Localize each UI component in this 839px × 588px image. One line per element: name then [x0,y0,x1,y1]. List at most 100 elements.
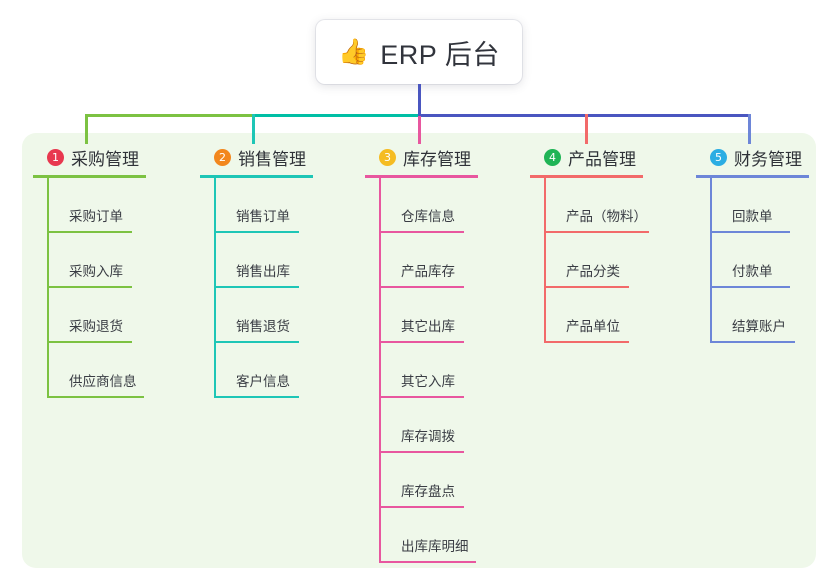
branch-item-label: 采购订单 [69,209,123,224]
branch-item-label: 供应商信息 [69,374,137,389]
branch-item-rule [47,231,132,233]
branch-header-3[interactable]: 3 库存管理 [365,144,515,170]
branch-item[interactable]: 仓库信息 [379,178,515,233]
branch-item-rule [47,286,132,288]
branch-item[interactable]: 产品库存 [379,233,515,288]
branch-item-label: 结算账户 [732,319,786,334]
branch-number-badge: 2 [214,148,231,166]
branch-item-rule [379,561,476,563]
branch-item[interactable]: 结算账户 [710,288,839,343]
branch-item-label: 采购退货 [69,319,123,334]
branch-title: 财务管理 [734,149,802,169]
root-node-title: ERP 后台 [380,39,500,70]
branch-item[interactable]: 采购订单 [47,178,183,233]
branch-item-rule [214,286,299,288]
branch-item[interactable]: 其它入库 [379,343,515,398]
branch-spine [379,178,381,563]
branch-item-rule [544,286,629,288]
branch-column-5: 5 财务管理回款单付款单结算账户 [696,144,839,343]
branch-number-badge: 1 [47,148,64,166]
branch-header-1[interactable]: 1 采购管理 [33,144,183,170]
branch-item-label: 客户信息 [236,374,290,389]
branch-spine [544,178,546,343]
branch-item[interactable]: 供应商信息 [47,343,183,398]
branch-underline [33,175,146,178]
connector-drop-4 [585,114,588,144]
branch-item-rule [47,341,132,343]
branch-item-label: 仓库信息 [401,209,455,224]
branch-item-rule [710,341,795,343]
branch-item-rule [379,396,464,398]
branch-column-3: 3 库存管理仓库信息产品库存其它出库其它入库库存调拨库存盘点出库库明细 [365,144,515,563]
branch-item[interactable]: 回款单 [710,178,839,233]
branch-item[interactable]: 产品分类 [544,233,680,288]
root-node-content: 👍 ERP 后台 [338,33,500,72]
branch-item-rule [214,231,299,233]
branch-items-2: 销售订单销售出库销售退货客户信息 [214,178,350,398]
branch-title: 采购管理 [71,149,139,169]
branch-item-rule [379,506,464,508]
branch-item-label: 付款单 [732,264,773,279]
branch-item-rule [214,341,299,343]
branch-item-rule [544,231,649,233]
branch-item-rule [379,341,464,343]
branch-item-label: 其它入库 [401,374,455,389]
branch-item-rule [710,286,790,288]
branch-underline [365,175,478,178]
branch-number-badge: 4 [544,148,561,166]
branch-item-label: 产品库存 [401,264,455,279]
branch-item[interactable]: 产品单位 [544,288,680,343]
branch-header-5[interactable]: 5 财务管理 [696,144,839,170]
branch-underline [696,175,809,178]
bus-segment-3 [419,114,750,117]
branch-item[interactable]: 采购入库 [47,233,183,288]
branch-item-label: 库存盘点 [401,484,455,499]
branch-item-label: 其它出库 [401,319,455,334]
branch-title: 库存管理 [403,149,471,169]
connector-drop-3 [418,114,421,144]
branch-item-label: 产品分类 [566,264,620,279]
branch-item-label: 出库库明细 [401,539,469,554]
branch-item-rule [47,396,144,398]
branch-item[interactable]: 销售订单 [214,178,350,233]
branch-item-rule [214,396,299,398]
branch-number-badge: 3 [379,148,396,166]
branch-column-1: 1 采购管理采购订单采购入库采购退货供应商信息 [33,144,183,398]
root-node[interactable]: 👍 ERP 后台 [316,20,522,84]
branch-item[interactable]: 采购退货 [47,288,183,343]
branch-item[interactable]: 销售退货 [214,288,350,343]
branch-item[interactable]: 出库库明细 [379,508,515,563]
connector-drop-2 [252,114,255,144]
branch-item-label: 销售出库 [236,264,290,279]
bus-segment-1 [85,114,253,117]
branch-number-badge: 5 [710,148,727,166]
branch-underline [530,175,643,178]
branch-items-3: 仓库信息产品库存其它出库其它入库库存调拨库存盘点出库库明细 [379,178,515,563]
branch-items-5: 回款单付款单结算账户 [710,178,839,343]
branch-item[interactable]: 其它出库 [379,288,515,343]
branches-background-panel [22,133,816,568]
connector-drop-1 [85,114,88,144]
branch-item-label: 采购入库 [69,264,123,279]
branch-item-rule [379,451,464,453]
branch-spine [214,178,216,398]
branch-item[interactable]: 产品（物料） [544,178,680,233]
branch-item[interactable]: 销售出库 [214,233,350,288]
branch-item[interactable]: 付款单 [710,233,839,288]
root-stem-line [418,84,421,116]
branch-item-rule [710,231,790,233]
branch-item[interactable]: 客户信息 [214,343,350,398]
branch-item[interactable]: 库存盘点 [379,453,515,508]
branch-item[interactable]: 库存调拨 [379,398,515,453]
branch-item-label: 销售退货 [236,319,290,334]
branch-item-label: 销售订单 [236,209,290,224]
branch-items-4: 产品（物料） 产品分类产品单位 [544,178,680,343]
branch-item-rule [544,341,629,343]
branch-item-label: 库存调拨 [401,429,455,444]
branch-item-label: 回款单 [732,209,773,224]
